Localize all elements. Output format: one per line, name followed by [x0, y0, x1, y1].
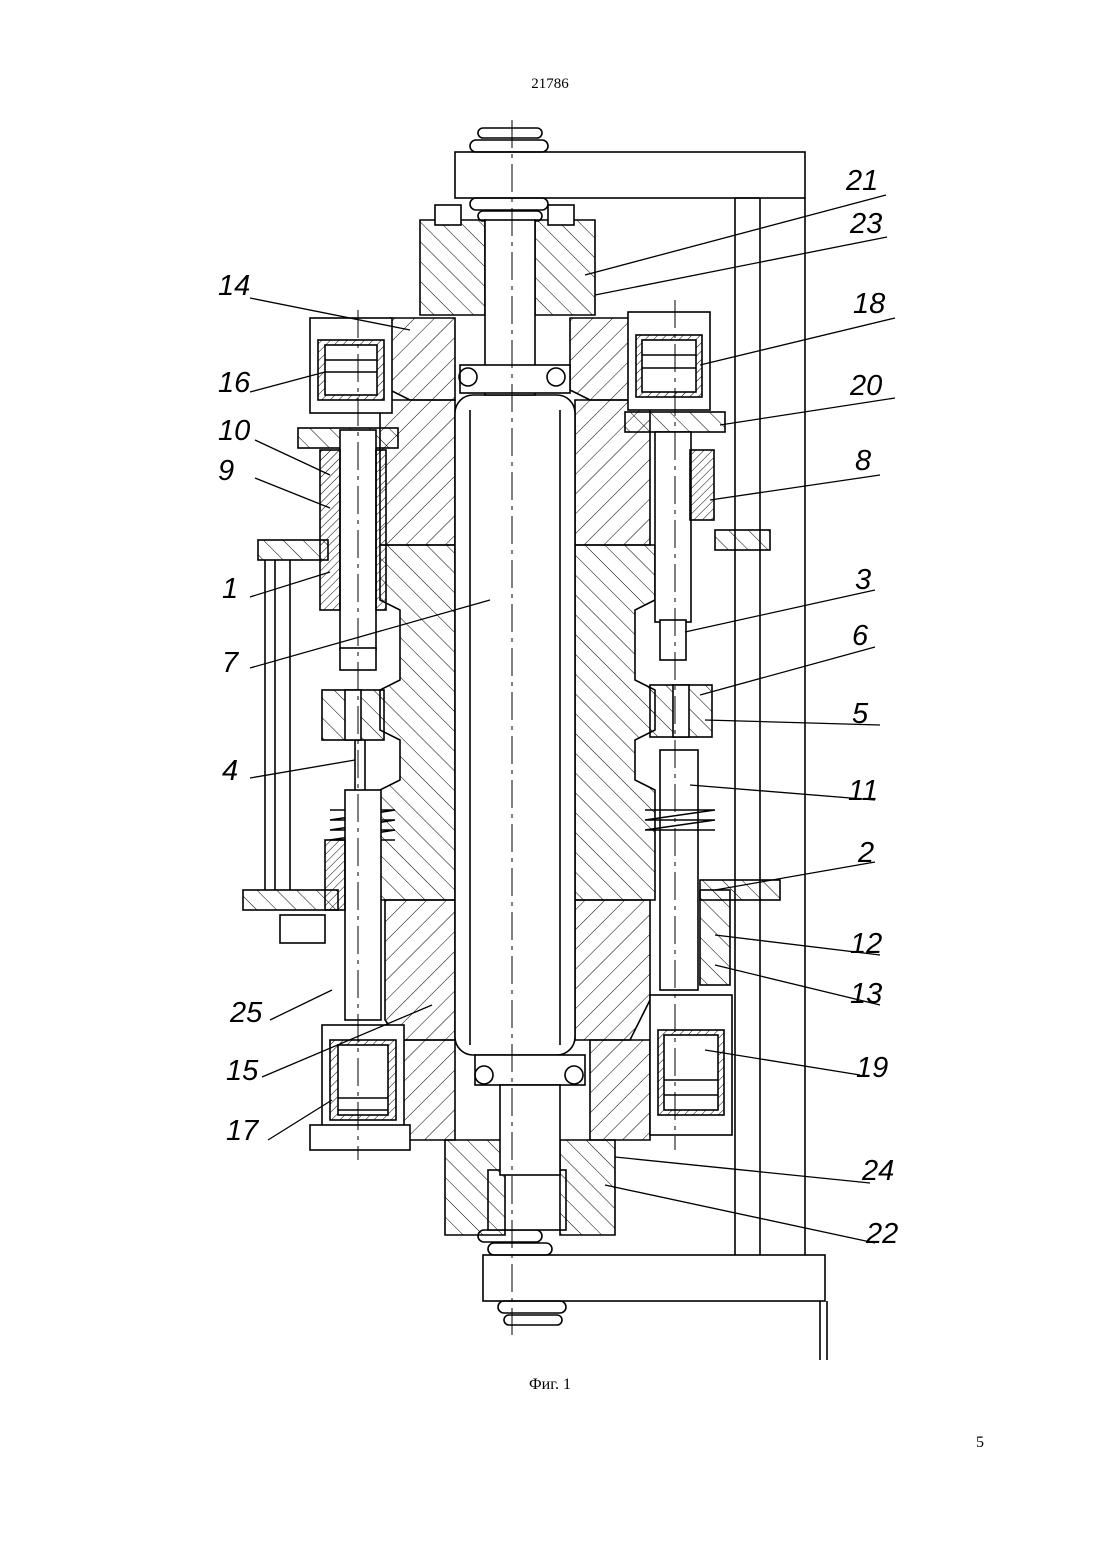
- machine-assembly: [243, 120, 827, 1360]
- part-label-5: 5: [852, 698, 869, 730]
- part-label-12: 12: [850, 928, 882, 960]
- part-label-17: 17: [226, 1115, 260, 1147]
- part-label-22: 22: [865, 1218, 898, 1250]
- page-number: 5: [976, 1434, 984, 1452]
- part-label-23: 23: [849, 208, 882, 240]
- part-label-7: 7: [222, 647, 240, 679]
- part-label-16: 16: [218, 367, 251, 399]
- part-label-21: 21: [845, 165, 878, 197]
- part-label-8: 8: [855, 445, 871, 477]
- figure-caption: Фиг. 1: [0, 1376, 1100, 1394]
- part-label-24: 24: [861, 1155, 894, 1187]
- part-label-19: 19: [856, 1052, 888, 1084]
- part-label-9: 9: [218, 455, 234, 487]
- part-label-13: 13: [850, 978, 882, 1010]
- central-roller: [455, 395, 575, 1055]
- part-label-18: 18: [853, 288, 885, 320]
- part-label-10: 10: [218, 415, 250, 447]
- part-label-11: 11: [848, 775, 878, 807]
- part-label-2: 2: [857, 837, 874, 869]
- top-frame-bar: [455, 152, 805, 198]
- part-label-3: 3: [855, 564, 871, 596]
- part-label-20: 20: [849, 370, 882, 402]
- part-label-4: 4: [222, 755, 238, 787]
- part-label-6: 6: [852, 620, 869, 652]
- part-label-25: 25: [229, 997, 263, 1029]
- part-label-1: 1: [222, 573, 238, 605]
- part-label-15: 15: [226, 1055, 259, 1087]
- bottom-frame-bar: [483, 1255, 825, 1301]
- part-label-14: 14: [218, 270, 250, 302]
